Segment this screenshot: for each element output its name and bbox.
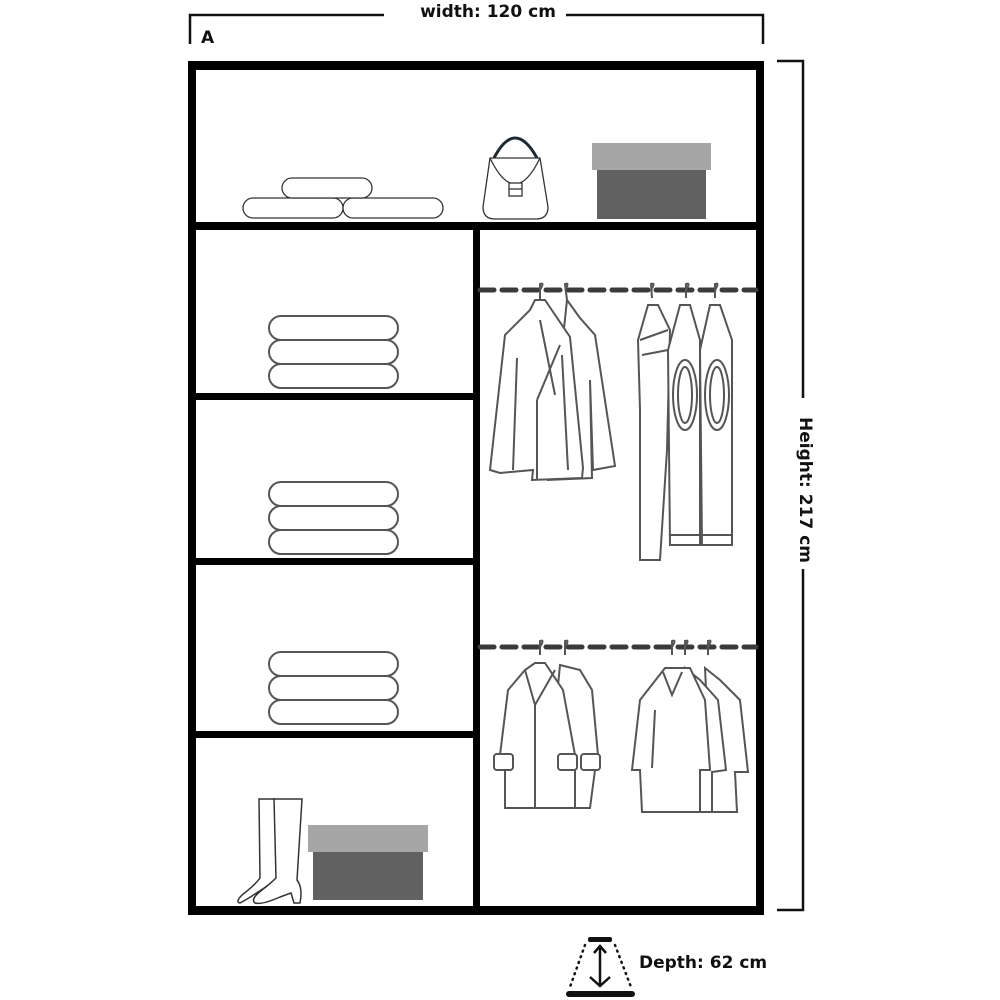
storage-box-icon <box>308 825 428 900</box>
height-dimension-line <box>777 59 805 912</box>
height-dimension-label: Height: 217 cm <box>791 411 819 569</box>
depth-arrow-icon <box>566 937 635 997</box>
width-dimension-label: width: 120 cm <box>0 2 1000 22</box>
width-label-text: width: 120 cm <box>410 2 566 22</box>
depth-dimension-label: Depth: 62 cm <box>639 953 768 973</box>
section-label: A <box>201 28 215 48</box>
wardrobe-frame <box>188 61 764 915</box>
folded-clothes-stack-icon <box>268 315 399 389</box>
width-dimension-line <box>188 13 765 44</box>
handbag-icon <box>482 136 549 220</box>
folded-clothes-stack-icon <box>268 481 399 555</box>
shelf-board <box>188 558 480 565</box>
shirt-coats-icon <box>630 639 750 813</box>
fur-cuff-coats-icon <box>493 639 601 809</box>
center-divider <box>473 222 480 915</box>
folded-clothes-stack-icon <box>268 651 399 725</box>
storage-box-icon <box>592 143 711 219</box>
boots-icon <box>237 798 303 905</box>
blazers-icon <box>488 282 617 482</box>
shelf-board <box>188 731 480 738</box>
sweaters-icon <box>636 282 733 561</box>
folded-towels-icon <box>242 177 444 219</box>
shelf-board <box>188 393 480 400</box>
